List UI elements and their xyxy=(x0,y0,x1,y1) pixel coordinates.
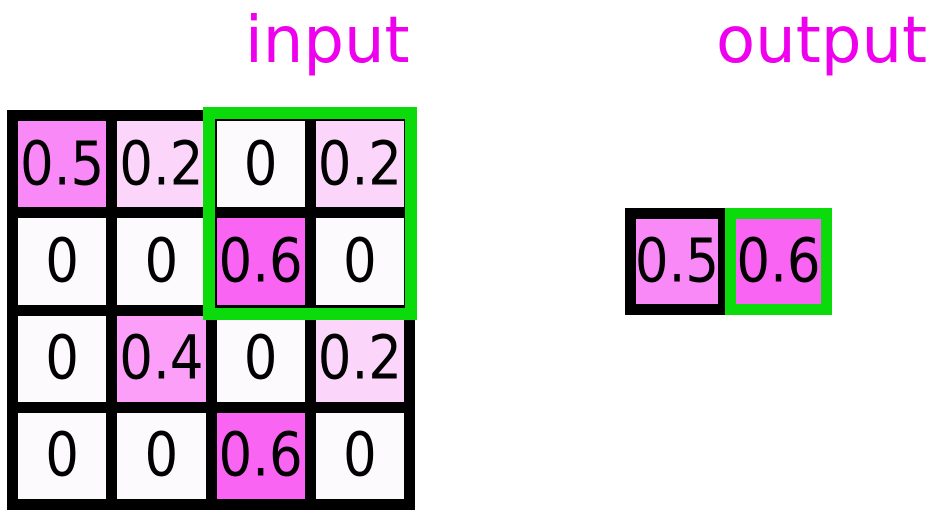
cell-value: 0.6 xyxy=(736,226,821,297)
cell-value: 0 xyxy=(243,323,278,394)
cell-value: 0.6 xyxy=(218,226,303,297)
output-title: output xyxy=(716,4,928,78)
input-cell-r4c1: 0 xyxy=(18,412,107,499)
cell-value: 0 xyxy=(243,129,278,200)
input-cell-r2c4: 0 xyxy=(315,218,404,305)
input-cell-r2c2: 0 xyxy=(117,218,206,305)
cell-value: 0 xyxy=(343,420,377,491)
input-cell-r2c1: 0 xyxy=(18,218,107,305)
output-cell-2-highlighted: 0.6 xyxy=(725,208,832,315)
cell-value: 0 xyxy=(343,226,377,297)
cell-value: 0 xyxy=(45,226,79,297)
cell-value: 0 xyxy=(144,226,179,297)
pooling-window-highlight xyxy=(203,107,417,320)
cell-value: 0.4 xyxy=(119,323,204,394)
cell-value: 0.6 xyxy=(218,420,303,491)
cell-value: 0.2 xyxy=(317,129,403,200)
input-cell-r3c3: 0 xyxy=(216,315,305,402)
cell-value: 0 xyxy=(144,420,179,491)
input-title: input xyxy=(245,4,410,78)
input-cell-r4c2: 0 xyxy=(117,412,206,499)
cell-value: 0 xyxy=(45,420,79,491)
input-cell-r2c3: 0.6 xyxy=(216,218,305,305)
input-cell-r4c4: 0 xyxy=(315,412,404,499)
input-cell-r4c3: 0.6 xyxy=(216,412,305,499)
cell-value: 0 xyxy=(45,323,79,394)
input-cell-r1c2: 0.2 xyxy=(117,121,206,208)
input-cell-r1c3: 0 xyxy=(216,121,305,208)
input-cell-r3c1: 0 xyxy=(18,315,107,402)
input-cell-r3c2: 0.4 xyxy=(117,315,206,402)
cell-value: 0.5 xyxy=(634,226,720,297)
input-cell-r3c4: 0.2 xyxy=(315,315,404,402)
cell-value: 0.5 xyxy=(19,129,105,200)
input-cell-r1c4: 0.2 xyxy=(315,121,404,208)
input-cell-r1c1: 0.5 xyxy=(18,121,107,208)
cell-value: 0.2 xyxy=(317,323,403,394)
cell-value: 0.2 xyxy=(119,129,204,200)
output-cell-1: 0.5 xyxy=(625,208,729,315)
